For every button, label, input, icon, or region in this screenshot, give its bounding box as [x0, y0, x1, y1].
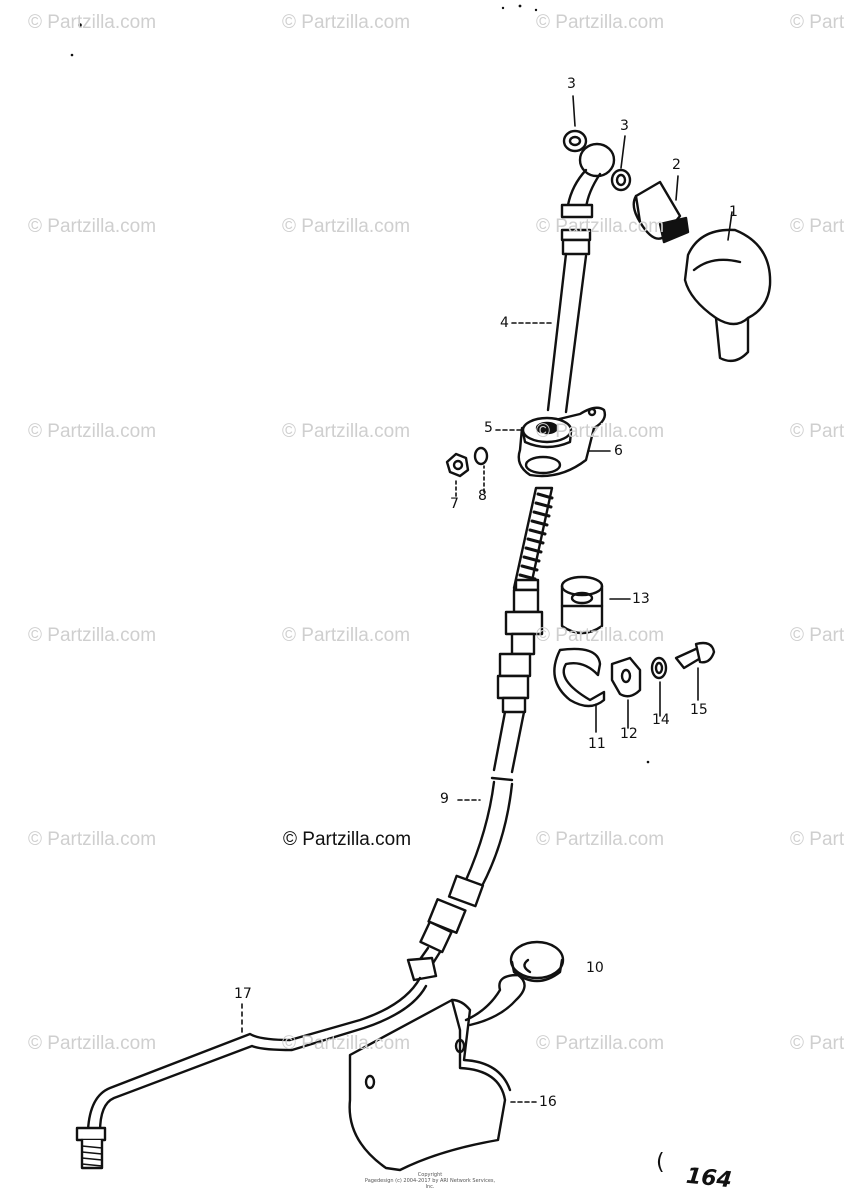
label-part-9: 9	[440, 791, 449, 807]
watermark: © Part	[790, 216, 845, 237]
watermark: © Partzilla.com	[28, 1033, 157, 1054]
copyright-note: Copyright Pagedesign (c) 2004-2017 by AR…	[360, 1172, 500, 1190]
page-bracket: (	[656, 1150, 665, 1175]
label-part-16: 16	[539, 1094, 557, 1110]
leader-lines	[242, 96, 732, 1102]
part-4-upper-hose	[548, 144, 614, 412]
scan-specks	[70, 4, 650, 764]
watermark: © Partzilla.com	[28, 625, 157, 646]
part-17-brake-pipe	[77, 978, 426, 1168]
watermark: © Partzilla.com	[536, 829, 665, 850]
spring-guard	[494, 488, 552, 772]
label-part-3: 3	[620, 118, 629, 134]
part-1-cylinder-boot	[685, 230, 770, 361]
watermark: © Partzilla.com	[282, 1033, 411, 1054]
label-part-2: 2	[672, 157, 681, 173]
part-8-washer	[475, 448, 487, 464]
part-10-grommet	[511, 942, 563, 981]
watermark: © Partzilla.com	[28, 12, 157, 33]
label-part-6: 6	[614, 443, 623, 459]
label-part-3: 3	[567, 76, 576, 92]
watermark: © Partzilla.com	[536, 12, 665, 33]
watermark: © Partzilla.com	[282, 421, 411, 442]
part-3-washer-upper	[564, 131, 586, 151]
part-11-clamp	[554, 649, 604, 706]
watermark: © Partzilla.com	[282, 625, 411, 646]
label-part-8: 8	[478, 488, 487, 504]
label-part-15: 15	[690, 702, 708, 718]
watermark: © Partzilla.com	[536, 421, 665, 442]
watermark: © Part	[790, 12, 845, 33]
label-part-12: 12	[620, 726, 638, 742]
watermark: © Partzilla.com	[28, 421, 157, 442]
label-part-5: 5	[484, 420, 493, 436]
part-15-bolt	[676, 643, 714, 668]
label-part-17: 17	[234, 986, 252, 1002]
label-part-13: 13	[632, 591, 650, 607]
part-16-guard-plate	[350, 975, 525, 1170]
label-part-10: 10	[586, 960, 604, 976]
copyright-line: Copyright	[417, 1172, 443, 1178]
watermark-main: © Partzilla.com	[283, 829, 412, 850]
watermark: © Partzilla.com	[536, 1033, 665, 1054]
watermark: © Partzilla.com	[28, 829, 157, 850]
label-part-14: 14	[652, 712, 670, 728]
watermark: © Partzilla.com	[28, 216, 157, 237]
part-12-clamp-piece	[612, 658, 640, 696]
page-number: 164	[684, 1163, 734, 1194]
watermark: © Partzilla.com	[536, 216, 665, 237]
label-part-7: 7	[450, 496, 459, 512]
part-3-washer-lower	[612, 170, 630, 190]
part-9-lower-hose	[408, 778, 512, 980]
copyright-line: Pagedesign (c) 2004-2017 by ARI Network …	[364, 1178, 496, 1190]
watermark: © Part	[790, 625, 845, 646]
watermark: © Part	[790, 1033, 845, 1054]
label-part-11: 11	[588, 736, 606, 752]
label-part-4: 4	[500, 315, 509, 331]
part-5-grommet	[523, 418, 571, 447]
watermark: © Part	[790, 421, 845, 442]
watermark: © Partzilla.com	[536, 625, 665, 646]
part-13-damper	[562, 577, 602, 633]
part-14-washer	[652, 658, 666, 678]
watermark: © Part	[790, 829, 845, 850]
part-7-nut	[447, 454, 468, 476]
part-2-banjo-bolt	[634, 182, 688, 242]
watermark: © Partzilla.com	[282, 12, 411, 33]
watermark: © Partzilla.com	[282, 216, 411, 237]
label-part-1: 1	[729, 204, 738, 220]
